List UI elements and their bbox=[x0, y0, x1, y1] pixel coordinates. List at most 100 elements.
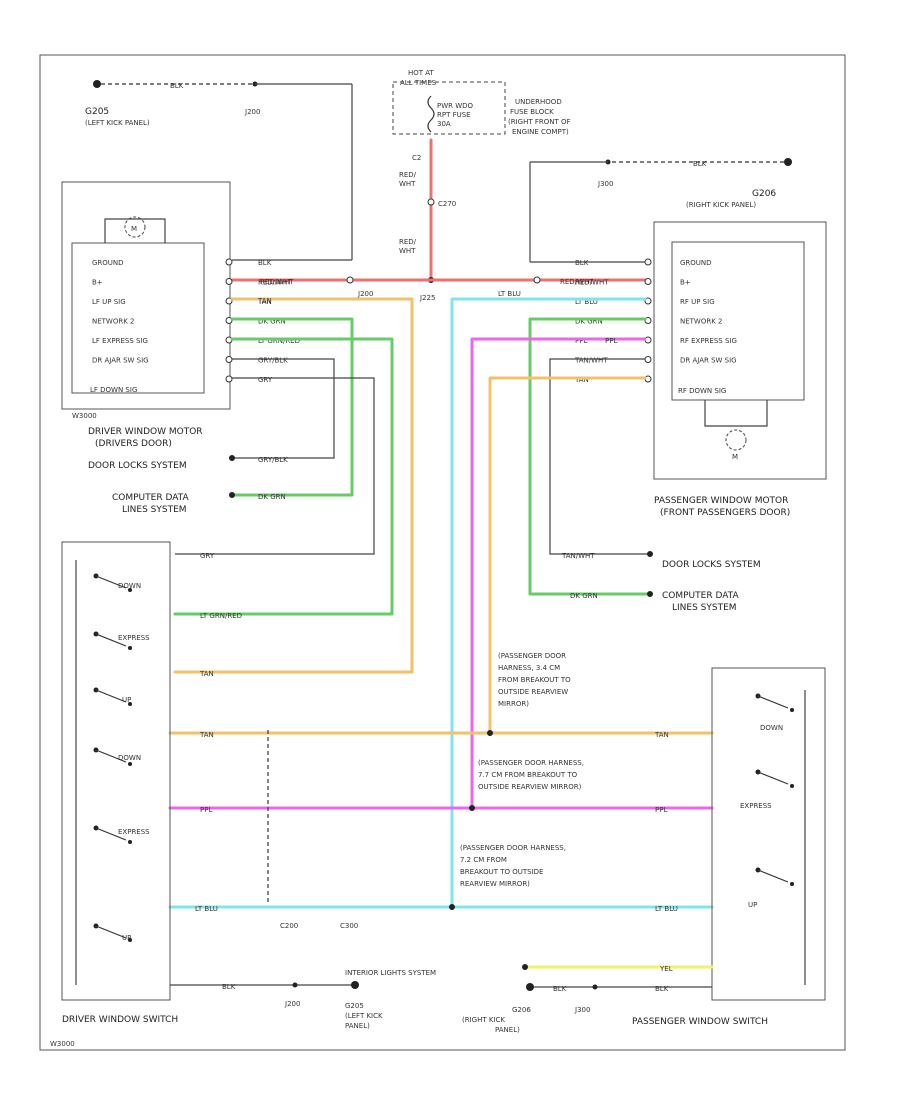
up-l2: UP bbox=[122, 934, 131, 942]
pdh-72-4: REARVIEW MIRROR) bbox=[460, 880, 530, 888]
tan-sw-up-label: TAN bbox=[199, 670, 214, 678]
left-pin-terminal-2 bbox=[225, 297, 233, 305]
ppl-row-label: PPL bbox=[655, 806, 667, 814]
g206-sub-label: (RIGHT KICK PANEL) bbox=[686, 201, 756, 209]
right-pin-terminal-1 bbox=[644, 278, 652, 285]
g206-bot-2: (RIGHT KICK bbox=[462, 1016, 505, 1024]
gry-blk-label: GRY/BLK bbox=[258, 456, 288, 464]
left-pin-wire-5: GRY/BLK bbox=[258, 357, 288, 365]
left-pin-wire-4: LT GRN/RED bbox=[258, 337, 300, 345]
pdh-77-3: OUTSIDE REARVIEW MIRROR) bbox=[478, 783, 582, 791]
right-pin-name-5: DR AJAR SW SIG bbox=[680, 357, 737, 365]
down-r: DOWN bbox=[760, 724, 783, 732]
comp-data-right-label-2: LINES SYSTEM bbox=[672, 603, 737, 613]
code-left: W3000 bbox=[72, 412, 97, 420]
red-wht-label-1: RED/ bbox=[399, 171, 417, 179]
comp-data-left-label-2: LINES SYSTEM bbox=[122, 505, 187, 515]
right-switch-contacts-blade-1 bbox=[757, 771, 789, 785]
red-wht-label-1b: WHT bbox=[399, 180, 416, 188]
passenger-switch-contacts bbox=[755, 693, 794, 886]
switch-rows: TAN PPL LT BLU TAN TAN PPL LT BLU GRY LT… bbox=[195, 552, 714, 930]
motor-m-right: M bbox=[732, 453, 738, 461]
left-switch-contacts-blade-3 bbox=[95, 749, 127, 763]
left-pin-name-4: LF EXPRESS SIG bbox=[92, 337, 148, 345]
left-switch-contacts-contact-5 bbox=[128, 938, 132, 942]
right-pin-wire-3: DK GRN bbox=[575, 318, 603, 326]
left-switch-contacts-blade-5 bbox=[95, 925, 127, 939]
fuse-label-2: RPT FUSE bbox=[437, 111, 471, 119]
left-switch-contacts-blade-1 bbox=[95, 633, 127, 647]
left-pin-name-5: DR AJAR SW SIG bbox=[92, 357, 149, 365]
g206-top-ground: BLK J300 G206 (RIGHT KICK PANEL) bbox=[529, 158, 792, 263]
red-wht-label-2: RED/ bbox=[399, 238, 417, 246]
blk-bot-l: BLK bbox=[222, 983, 236, 991]
underhood-label-3: (RIGHT FRONT OF bbox=[508, 118, 571, 126]
g205-bot: G205 bbox=[345, 1002, 364, 1010]
g205-bot-2: (LEFT KICK bbox=[345, 1012, 383, 1020]
right-pin-terminal-2 bbox=[644, 297, 652, 305]
left-pin-name-1: B+ bbox=[92, 279, 103, 287]
bottom-grounds: BLK J200 G205 (LEFT KICK PANEL) INTERIOR… bbox=[50, 964, 714, 1048]
door-locks-right-label: DOOR LOCKS SYSTEM bbox=[662, 560, 761, 570]
j200-mid-label: J200 bbox=[357, 290, 373, 298]
s-fuse-label: C270 bbox=[438, 200, 456, 208]
j300-right-label: J300 bbox=[597, 180, 613, 188]
g205-bot-3: PANEL) bbox=[345, 1022, 370, 1030]
right-switch-contacts-contact-1 bbox=[790, 784, 794, 788]
passenger-motor-label: PASSENGER WINDOW MOTOR bbox=[654, 496, 788, 506]
harness-notes: (PASSENGER DOOR HARNESS, 3.4 CM FROM BRE… bbox=[460, 652, 584, 888]
left-pin-wire-6: GRY bbox=[258, 376, 273, 384]
ppl-sw-label: PPL bbox=[200, 806, 212, 814]
tan-wht-label: TAN/WHT bbox=[561, 552, 595, 560]
driver-motor-label-2: (DRIVERS DOOR) bbox=[95, 439, 172, 449]
interior-lights-label: INTERIOR LIGHTS SYSTEM bbox=[345, 969, 436, 977]
right-pin-name-0: GROUND bbox=[680, 259, 712, 267]
right-pin-name-3: NETWORK 2 bbox=[680, 318, 723, 326]
comp-data-right-label: COMPUTER DATA bbox=[662, 591, 739, 601]
left-pin-name-0: GROUND bbox=[92, 259, 124, 267]
g205-label: G205 bbox=[85, 107, 109, 117]
left-switch-contacts-blade-2 bbox=[95, 689, 127, 703]
lt-grn-red-sw-label: LT GRN/RED bbox=[200, 612, 242, 620]
right-pin-wire-2: LT BLU bbox=[575, 298, 598, 306]
passenger-motor-label-2: (FRONT PASSENGERS DOOR) bbox=[660, 508, 790, 518]
right-switch-contacts-contact-0 bbox=[790, 708, 794, 712]
fuse-label-3: 30A bbox=[437, 120, 451, 128]
left-pin-name-2: LF UP SIG bbox=[92, 298, 126, 306]
pdh-34-1: (PASSENGER DOOR bbox=[498, 652, 566, 660]
ppl-top-label: PPL bbox=[605, 337, 617, 345]
right-pin-wire-4: PPL bbox=[575, 337, 587, 345]
hot-at-label-2: ALL TIMES bbox=[400, 79, 437, 87]
right-pin-terminal-5 bbox=[644, 356, 652, 363]
left-pin-terminal-0 bbox=[225, 258, 233, 266]
dk-grn-label: DK GRN bbox=[258, 493, 286, 501]
pdh-72-3: BREAKOUT TO OUTSIDE bbox=[460, 868, 543, 876]
left-pin-terminal-1 bbox=[225, 278, 233, 285]
left-motor-wires: TAN J200 GRY/BLK DK GRN DOOR LOCKS SYSTE… bbox=[88, 290, 414, 674]
g206-label: G206 bbox=[752, 189, 776, 199]
pdh-34-2: HARNESS, 3.4 CM bbox=[498, 664, 560, 672]
j225-label: J225 bbox=[419, 294, 435, 302]
gry-sw-label: GRY bbox=[200, 552, 215, 560]
red-wht-mid-label-2: RED/WHT bbox=[560, 278, 594, 286]
down-l2: DOWN bbox=[118, 754, 141, 762]
pdh-72-2: 7.2 CM FROM bbox=[460, 856, 507, 864]
passenger-switch-label: PASSENGER WINDOW SWITCH bbox=[632, 1017, 768, 1027]
blk-wire-label: BLK bbox=[170, 82, 184, 90]
underhood-label-2: FUSE BLOCK bbox=[510, 108, 554, 116]
right-motor-wires: LT BLU PPL TAN/WHT DK GRN DOOR LOCKS SYS… bbox=[168, 290, 761, 909]
g206-bot: G206 bbox=[512, 1006, 531, 1014]
driver-motor-label: DRIVER WINDOW MOTOR bbox=[88, 427, 203, 437]
lt-blu-row-label: LT BLU bbox=[655, 905, 678, 913]
driver-window-switch: DOWN EXPRESS UP DOWN EXPRESS UP DRIVER W… bbox=[61, 541, 178, 1025]
pdh-34-4: OUTSIDE REARVIEW bbox=[498, 688, 568, 696]
red-wht-label-2b: WHT bbox=[399, 247, 416, 255]
right-pin-name-2: RF UP SIG bbox=[680, 298, 715, 306]
j200-bot: J200 bbox=[284, 1000, 300, 1008]
driver-switch-label: DRIVER WINDOW SWITCH bbox=[62, 1015, 178, 1025]
blk-bot-r: BLK bbox=[553, 985, 567, 993]
